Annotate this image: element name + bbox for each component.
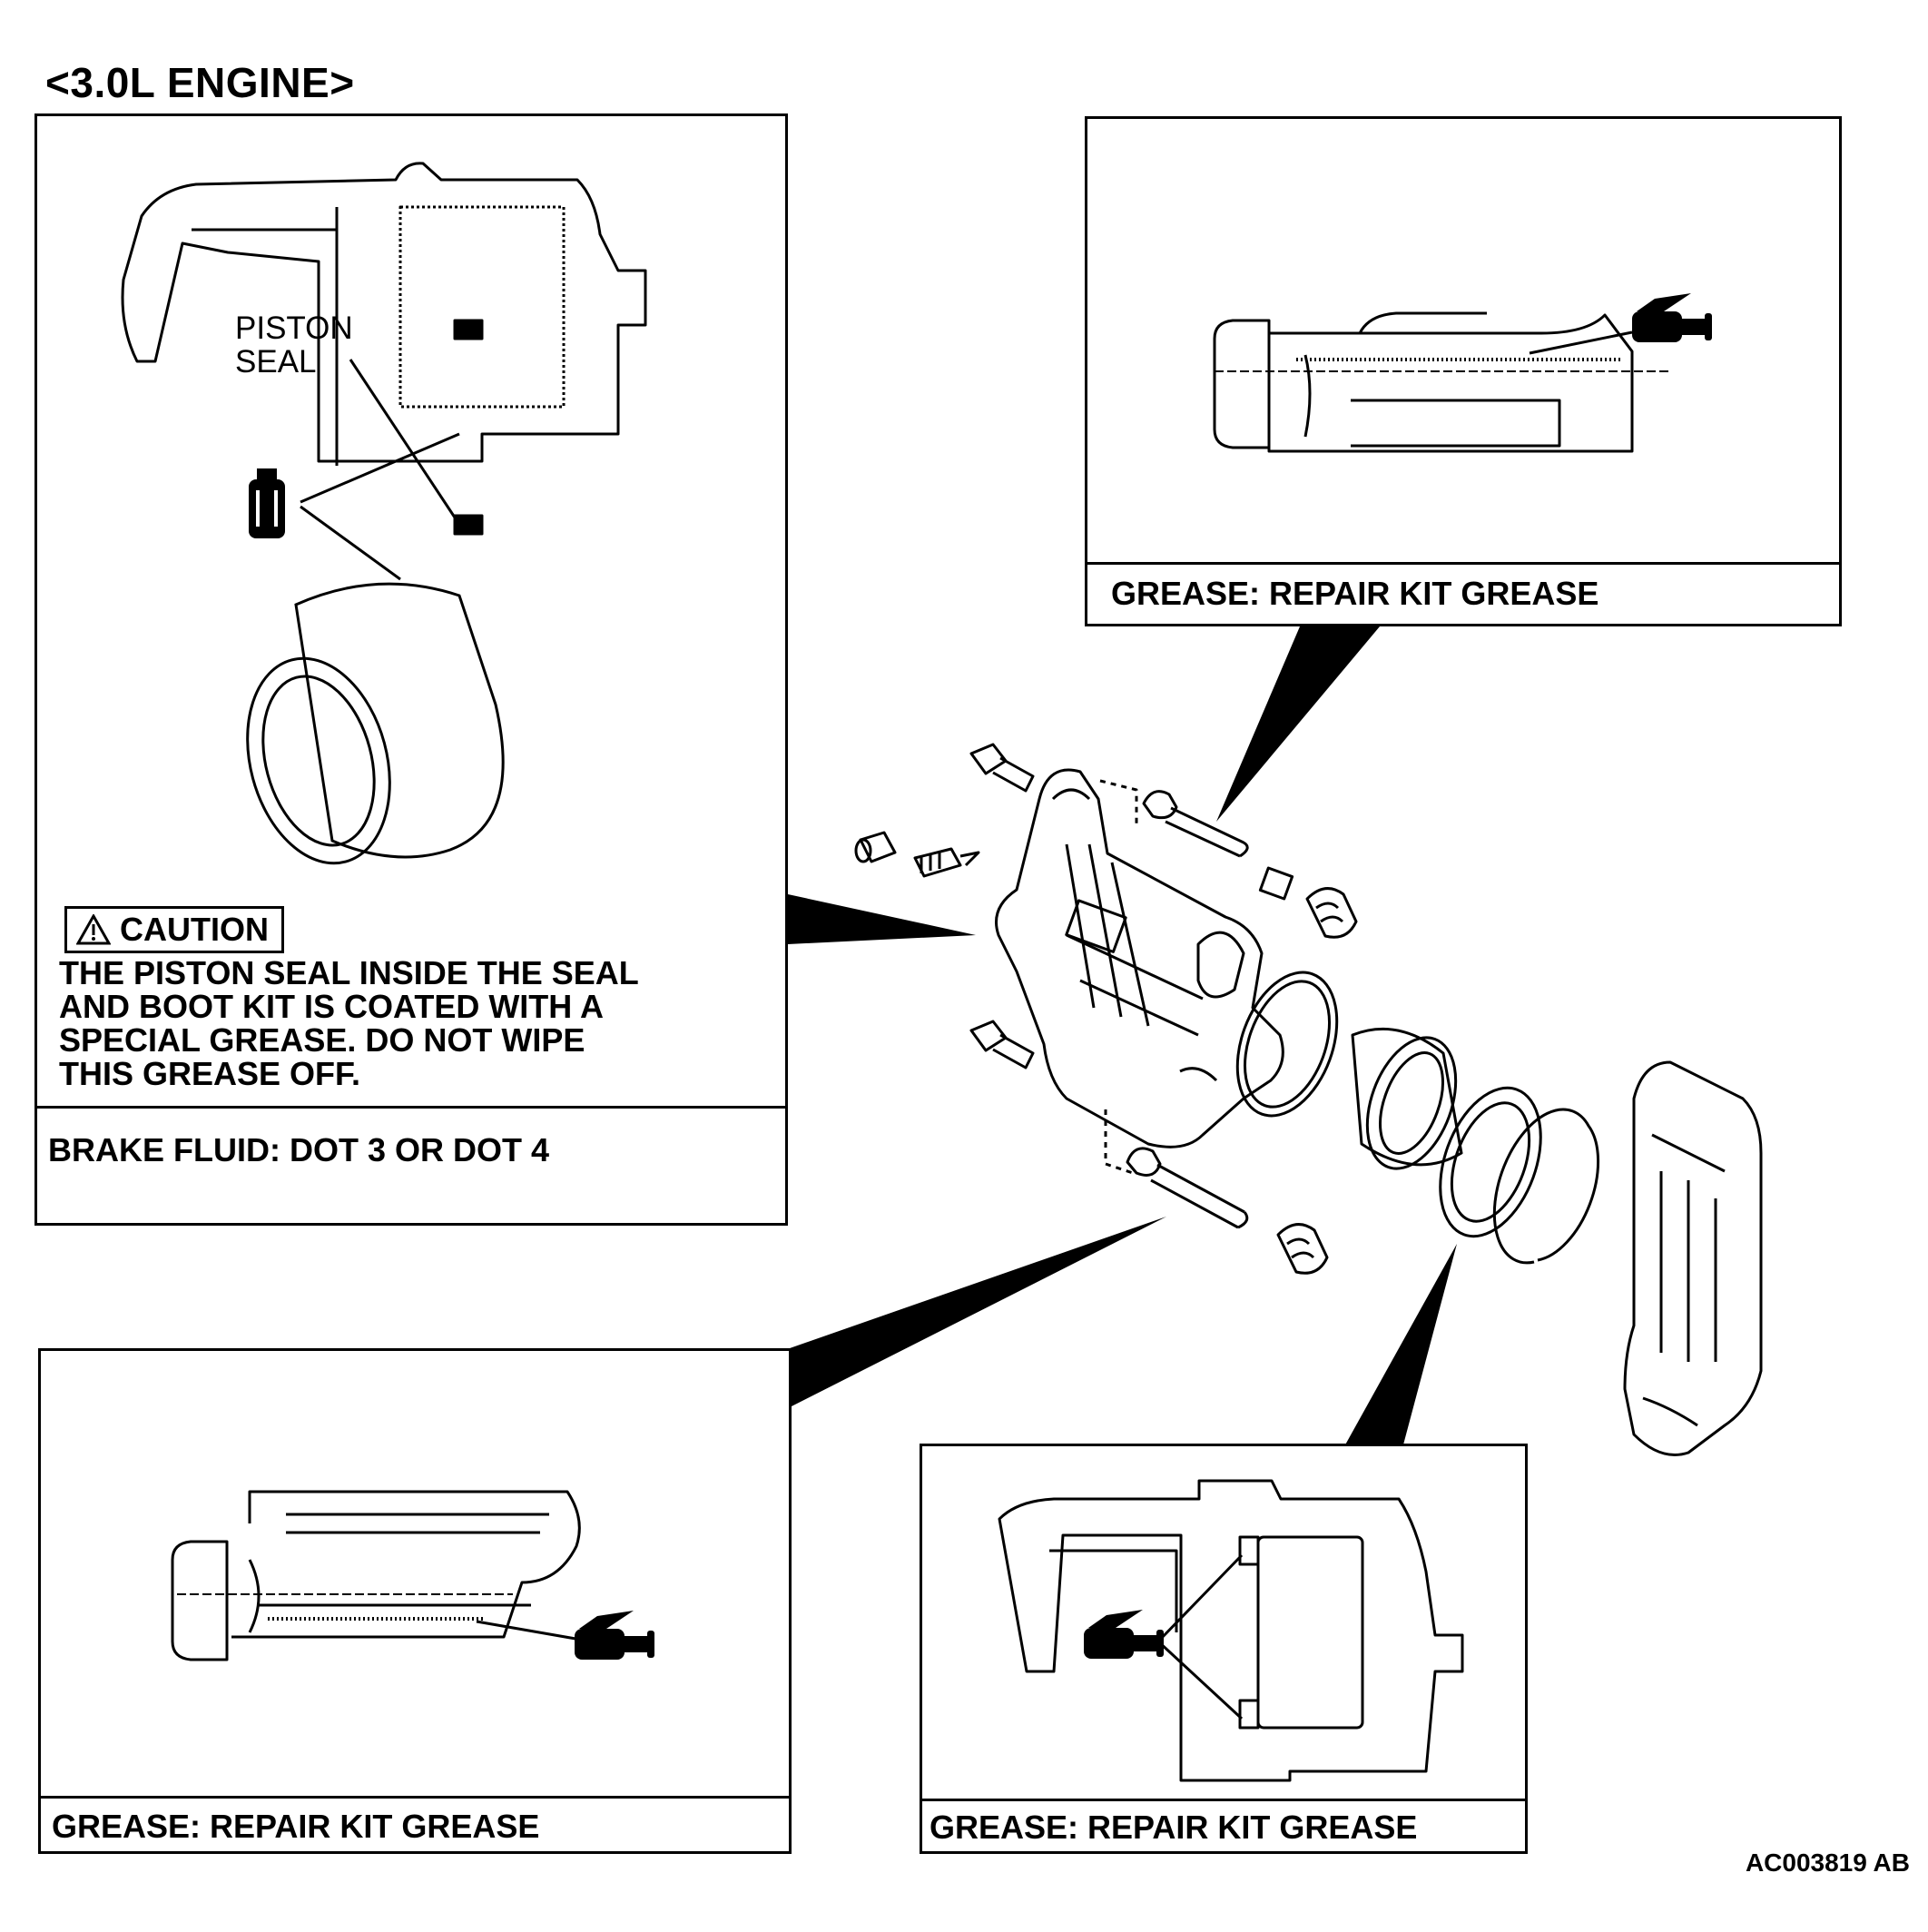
grease-panel-top-right: GREASE: REPAIR KIT GREASE (1085, 116, 1842, 626)
grease-label-bottom-middle: GREASE: REPAIR KIT GREASE (930, 1809, 1418, 1846)
panel-divider (1087, 562, 1839, 565)
brake-pad-bracket-icon (1623, 1060, 1763, 1456)
sleeve-icon (1258, 866, 1294, 901)
grease-tube-icon (1632, 293, 1712, 342)
snap-ring-icon (1492, 1108, 1600, 1265)
caution-title: CAUTION (120, 911, 269, 948)
brake-fluid-label: BRAKE FLUID: DOT 3 OR DOT 4 (48, 1131, 550, 1168)
caliper-body-icon (995, 768, 1284, 1148)
grease-label-bottom-left: GREASE: REPAIR KIT GREASE (52, 1808, 540, 1845)
bleeder-screw-icon (913, 847, 980, 878)
piston-boot-icon (1439, 1086, 1542, 1238)
piston-detail-drawing (121, 162, 647, 865)
piston-panel: PISTON SEAL CAUTION THE PISTON SEAL INSI… (34, 113, 788, 1226)
panel-divider (922, 1799, 1525, 1801)
grease-tube-icon (1084, 1610, 1164, 1659)
upper-boot-icon (1305, 887, 1358, 939)
panel-divider (37, 1106, 785, 1109)
brake-fluid-bottle-icon (249, 468, 285, 538)
warning-triangle-icon (76, 914, 111, 945)
upper-bolt-icon (969, 743, 1035, 793)
lower-guide-pin-icon (1126, 1147, 1249, 1229)
lower-pin-grease-drawing (171, 1490, 654, 1661)
caution-message: THE PISTON SEAL INSIDE THE SEAL AND BOOT… (59, 954, 639, 1092)
piston-icon (1351, 1027, 1463, 1170)
lower-boot-icon (1276, 1223, 1329, 1275)
guide-pin-grease-drawing (1213, 293, 1712, 453)
piston-seal-ring-icon (1235, 971, 1339, 1118)
grease-tube-icon (575, 1611, 654, 1660)
bleeder-cap-icon (854, 831, 897, 863)
piston-seal-callout: PISTON SEAL (235, 310, 353, 380)
grease-label-top-right: GREASE: REPAIR KIT GREASE (1111, 575, 1599, 612)
callout-wedge-piston-panel (788, 894, 976, 944)
callout-wedge-bottom-left (790, 1217, 1166, 1407)
figure-id: AC003819 AB (1745, 1848, 1910, 1877)
upper-guide-pin-icon (1142, 790, 1249, 858)
caution-badge: CAUTION (64, 906, 284, 953)
lower-bolt-icon (969, 1020, 1035, 1070)
grease-panel-bottom-left: GREASE: REPAIR KIT GREASE (38, 1348, 792, 1854)
piston-icon (246, 582, 505, 865)
panel-divider (41, 1796, 789, 1799)
piston-boot-grease-drawing (998, 1479, 1464, 1782)
callout-wedge-bottom-middle (1343, 1244, 1457, 1448)
callout-wedge-top-right (1216, 626, 1380, 822)
page-title: <3.0L ENGINE> (45, 59, 355, 106)
grease-panel-bottom-middle: GREASE: REPAIR KIT GREASE (920, 1444, 1528, 1854)
